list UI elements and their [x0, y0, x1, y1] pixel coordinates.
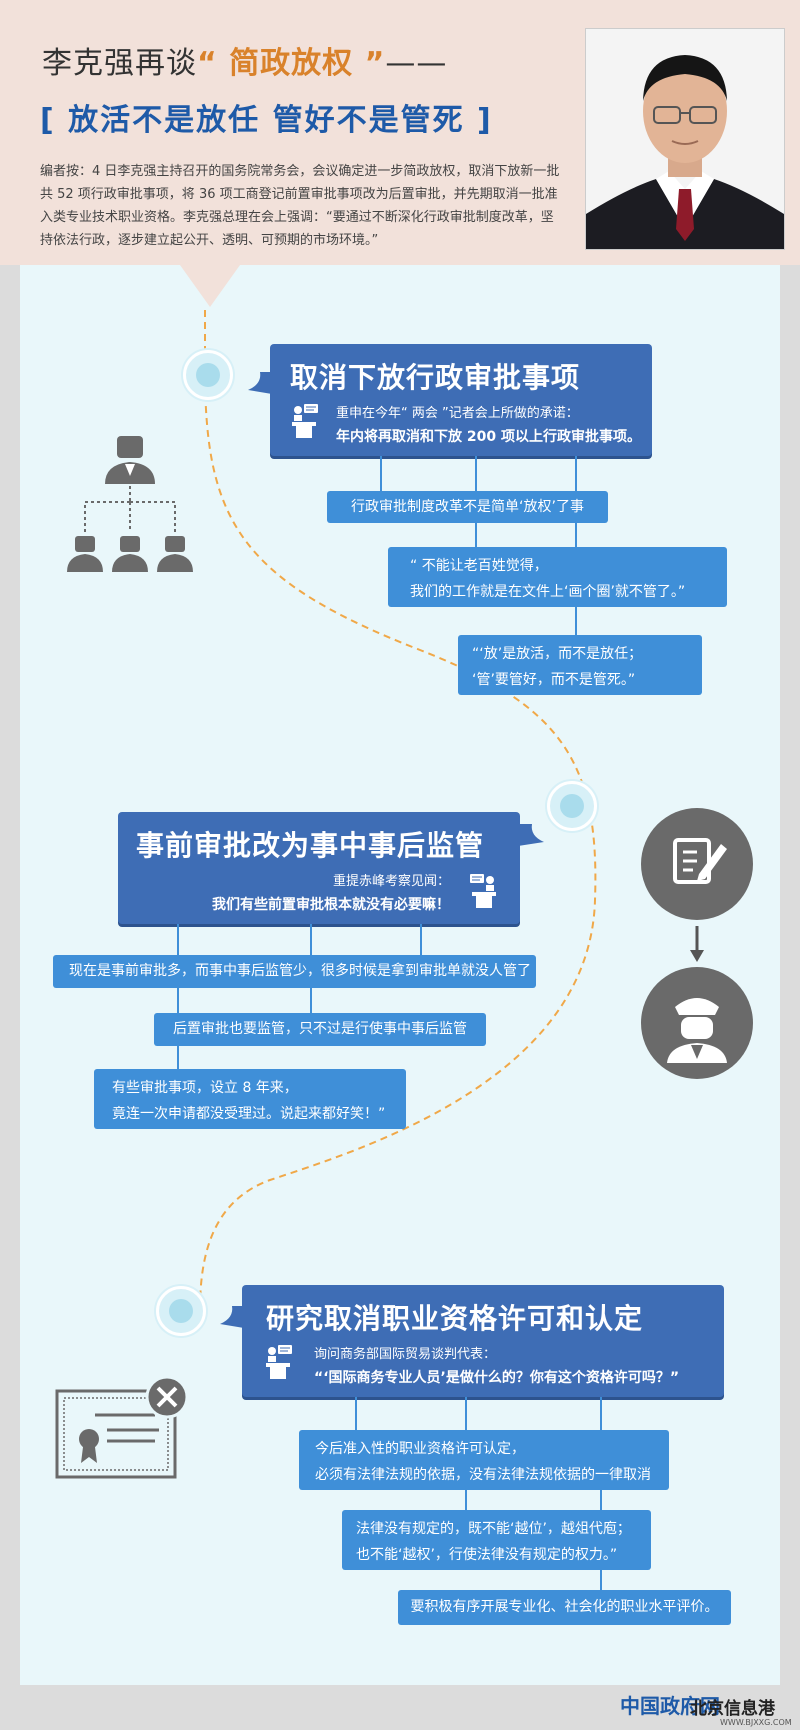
section2-box: 事前审批改为事中事后监管 重提赤峰考察见闻： 我们有些前置审批根本就没有必要嘛！ [118, 812, 520, 924]
speech-tail-2 [518, 824, 544, 846]
connector [465, 1489, 467, 1511]
arrow-down-icon [690, 926, 704, 966]
section3-item-3-text: 要积极有序开展专业化、社会化的职业水平评价。 [410, 1599, 719, 1615]
section2-item-3-line-1: 有些审批事项，设立 8 年来， [112, 1080, 298, 1096]
connector [475, 522, 477, 548]
edit-document-icon [641, 808, 753, 920]
timeline-node-2 [547, 781, 597, 831]
header-pointer [180, 265, 240, 307]
title-highlight: “ 简政放权 ” [197, 46, 386, 81]
section3-item-2: 法律没有规定的，既不能‘越位’，越俎代庖； 也不能‘越权’，行使法律没有规定的权… [342, 1510, 651, 1570]
connector [355, 1397, 357, 1431]
section2-item-1: 现在是事前审批多，而事中事后监管少，很多时候是拿到审批单就没人管了 [53, 955, 536, 988]
org-chart-icon [65, 432, 195, 596]
section2-item-2: 后置审批也要监管，只不过是行使事中事后监管 [154, 1013, 486, 1046]
section1-item-2-line-1: “ 不能让老百姓觉得， [410, 558, 548, 574]
connector [475, 456, 477, 492]
section2-item-1-text: 现在是事前审批多，而事中事后监管少，很多时候是拿到审批单就没人管了 [69, 963, 531, 979]
connector [465, 1397, 467, 1431]
editor-note: 编者按：4 日李克强主持召开的国务院常务会，会议确定进一步简政放权，取消下放新一… [40, 164, 560, 248]
section1-item-3: “‘放’是放活，而不是放任； ‘管’要管好，而不是管死。” [458, 635, 702, 695]
page-title: 李克强再谈“ 简政放权 ”—— [42, 38, 447, 82]
section3-title: 研究取消职业资格许可和认定 [266, 1302, 644, 1335]
timeline-node-3 [156, 1286, 206, 1336]
section3-item-3: 要积极有序开展专业化、社会化的职业水平评价。 [398, 1590, 731, 1625]
person-photo [585, 28, 785, 250]
title-dash: —— [385, 46, 448, 81]
section1-title: 取消下放行政审批事项 [290, 361, 581, 394]
footer-brand-bjxxg: 北京信息港 [690, 1699, 775, 1719]
section2-item-3: 有些审批事项，设立 8 年来， 竟连一次申请都没受理过。说起来都好笑！” [94, 1069, 406, 1129]
podium-icon [264, 1343, 294, 1383]
connector [575, 456, 577, 636]
page-subtitle: [ 放活不是放任 管好不是管死 ] [40, 103, 493, 138]
section1-item-3-line-1: “‘放’是放活，而不是放任； [472, 646, 643, 662]
section1-item-1-text: 行政审批制度改革不是简单‘放权’了事 [351, 499, 584, 515]
section3-item-1: 今后准入性的职业资格许可认定， 必须有法律法规的依据，没有法律法规依据的一律取消 [299, 1430, 669, 1490]
podium-icon [290, 402, 320, 442]
section2-quote: 我们有些前置审批根本就没有必要嘛！ [212, 897, 450, 913]
section3-item-1-line-1: 今后准入性的职业资格许可认定， [315, 1441, 525, 1457]
footer-brand-gov: 中国政府网 [620, 1694, 720, 1718]
section1-item-2: “ 不能让老百姓觉得， 我们的工作就是在文件上‘画个圈’就不管了。” [388, 547, 727, 607]
section3-item-1-line-2: 必须有法律法规的依据，没有法律法规依据的一律取消 [315, 1467, 651, 1483]
section1-item-3-line-2: ‘管’要管好，而不是管死。” [472, 672, 636, 688]
section3-quote: “‘国际商务专业人员’是做什么的？你有这个资格许可吗？” [314, 1370, 680, 1386]
section1-intro: 重申在今年“ 两会 ”记者会上所做的承诺： [336, 406, 579, 421]
speech-tail-3 [220, 1306, 244, 1328]
footer-url: WWW.BJXXG.COM [720, 1718, 792, 1727]
section3-intro: 询问商务部国际贸易谈判代表： [314, 1347, 497, 1362]
speech-tail-1 [248, 372, 272, 394]
section1-item-2-line-2: 我们的工作就是在文件上‘画个圈’就不管了。” [410, 584, 686, 600]
title-prefix: 李克强再谈 [42, 46, 197, 81]
certificate-cancel-icon [55, 1375, 190, 1484]
section2-item-3-line-2: 竟连一次申请都没受理过。说起来都好笑！” [112, 1106, 386, 1122]
section2-intro: 重提赤峰考察见闻： [332, 874, 450, 889]
connector [420, 924, 422, 956]
section2-title: 事前审批改为事中事后监管 [136, 829, 485, 862]
connector [600, 1397, 602, 1591]
section2-item-2-text: 后置审批也要监管，只不过是行使事中事后监管 [173, 1021, 467, 1037]
section3-item-2-line-2: 也不能‘越权’，行使法律没有规定的权力。” [356, 1547, 618, 1563]
connector [380, 456, 382, 492]
police-officer-icon [641, 967, 753, 1079]
section1-box: 取消下放行政审批事项 重申在今年“ 两会 ”记者会上所做的承诺： 年内将再取消和… [270, 344, 652, 456]
section3-item-2-line-1: 法律没有规定的，既不能‘越位’，越俎代庖； [356, 1521, 631, 1537]
section1-item-1: 行政审批制度改革不是简单‘放权’了事 [327, 491, 608, 523]
section3-box: 研究取消职业资格许可和认定 询问商务部国际贸易谈判代表： “‘国际商务专业人员’… [242, 1285, 724, 1397]
podium-icon [468, 872, 498, 912]
section1-quote: 年内将再取消和下放 200 项以上行政审批事项。 [336, 429, 641, 445]
connector [177, 924, 179, 1070]
timeline-node-1 [183, 350, 233, 400]
